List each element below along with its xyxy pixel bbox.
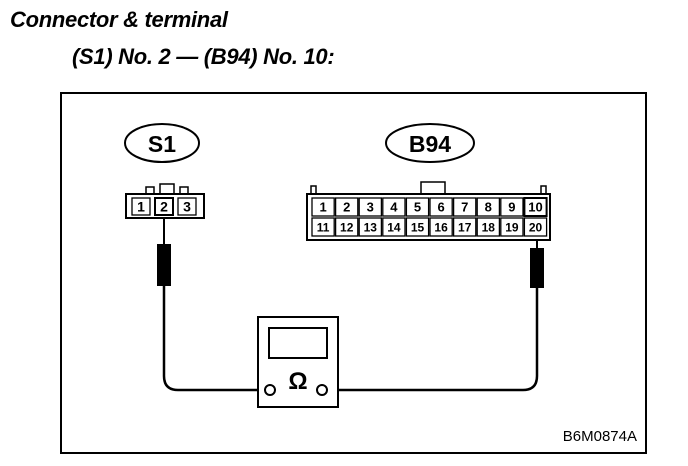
terminal-cell (334, 217, 359, 237)
terminal-number: 8 (485, 200, 492, 215)
terminal-b94-16: 16 (429, 217, 453, 237)
terminal-b94-4: 4 (382, 197, 406, 217)
terminal-number: 1 (137, 199, 145, 215)
terminal-b94-5: 5 (405, 197, 430, 217)
terminal-b94-17: 17 (452, 217, 477, 237)
terminal-cell (358, 197, 383, 217)
ohmmeter-terminal-left (264, 384, 276, 396)
terminal-b94-13: 13 (358, 217, 383, 237)
title-line-1: Connector & terminal (10, 7, 228, 32)
terminal-number: 9 (508, 200, 515, 215)
terminal-number: 16 (434, 220, 448, 234)
terminal-cell (311, 197, 335, 217)
diagram-heading: Connector & terminal (S1) No. 2 — (B94) … (0, 0, 688, 80)
terminal-number: 20 (529, 220, 543, 234)
ohmmeter-terminal-right (316, 384, 328, 396)
terminal-number: 10 (528, 200, 542, 215)
ohmmeter-display (268, 327, 328, 359)
terminal-number: 19 (505, 220, 519, 234)
terminal-s1-1: 1 (131, 197, 151, 216)
terminal-number: 1 (319, 200, 326, 215)
terminal-b94-6: 6 (429, 197, 453, 217)
terminal-b94-2: 2 (334, 197, 359, 217)
terminal-b94-20: 20 (523, 217, 548, 237)
terminal-number: 6 (437, 200, 444, 215)
terminal-number: 12 (340, 220, 354, 234)
terminal-cell (311, 217, 335, 237)
terminal-number: 14 (387, 220, 401, 234)
terminal-cell (405, 217, 430, 237)
terminal-number: 11 (317, 220, 330, 234)
b94-label-text: B94 (409, 131, 451, 157)
ohmmeter: Ω (257, 316, 339, 408)
ohm-symbol-icon: Ω (288, 368, 307, 395)
b94-latch (420, 181, 446, 195)
terminal-cell (476, 217, 501, 237)
terminal-b94-7: 7 (452, 197, 477, 217)
terminal-b94-12: 12 (334, 217, 359, 237)
s1-probe-handle (157, 244, 171, 286)
terminal-cell (523, 217, 548, 237)
terminal-cell (405, 197, 430, 217)
terminal-cell (334, 197, 359, 217)
b94-lead-wire (325, 288, 539, 392)
terminal-cell (131, 197, 151, 216)
figure-code: B6M0874A (563, 428, 637, 445)
terminal-number: 4 (390, 200, 398, 215)
terminal-s1-3: 3 (177, 197, 197, 216)
terminal-number: 18 (482, 220, 496, 234)
terminal-b94-19: 19 (500, 217, 524, 237)
terminal-number: 15 (411, 220, 425, 234)
terminal-cell (382, 217, 406, 237)
terminal-number: 17 (458, 220, 472, 234)
terminal-cell (382, 197, 406, 217)
terminal-cell (452, 217, 477, 237)
terminal-number: 3 (367, 200, 374, 215)
terminal-b94-8: 8 (476, 197, 501, 217)
terminal-cell (452, 197, 477, 217)
terminal-number: 3 (183, 199, 191, 215)
terminal-cell (177, 197, 197, 216)
terminal-cell (476, 197, 501, 217)
terminal-cell (500, 217, 524, 237)
terminal-cell (523, 197, 548, 217)
terminal-cell (429, 217, 453, 237)
terminal-number: 2 (160, 199, 168, 215)
b94-lock-left (310, 185, 317, 195)
terminal-b94-10: 10 (523, 197, 548, 217)
s1-lead-wire (162, 286, 262, 392)
terminal-number: 2 (343, 200, 350, 215)
s1-label-text: S1 (148, 131, 176, 157)
test-leads (157, 217, 544, 392)
terminal-cell (429, 197, 453, 217)
b94-connector-label: B94 (385, 123, 475, 163)
s1-connector-label: S1 (124, 123, 200, 163)
terminal-b94-15: 15 (405, 217, 430, 237)
terminal-cell (154, 197, 174, 216)
terminal-cell (358, 217, 383, 237)
title-line-2: (S1) No. 2 — (B94) No. 10: (72, 44, 335, 69)
terminal-s1-2: 2 (154, 197, 174, 216)
b94-probe-handle (530, 248, 544, 288)
terminal-b94-9: 9 (500, 197, 524, 217)
terminal-number: 5 (414, 200, 421, 215)
terminal-b94-14: 14 (382, 217, 406, 237)
terminal-b94-18: 18 (476, 217, 501, 237)
terminal-b94-1: 1 (311, 197, 335, 217)
terminal-number: 7 (461, 200, 468, 215)
terminal-b94-3: 3 (358, 197, 383, 217)
terminal-number: 13 (364, 220, 378, 234)
terminal-cell (500, 197, 524, 217)
b94-lock-right (540, 185, 547, 195)
diagram-frame (60, 92, 647, 454)
terminal-b94-11: 11 (311, 217, 335, 237)
